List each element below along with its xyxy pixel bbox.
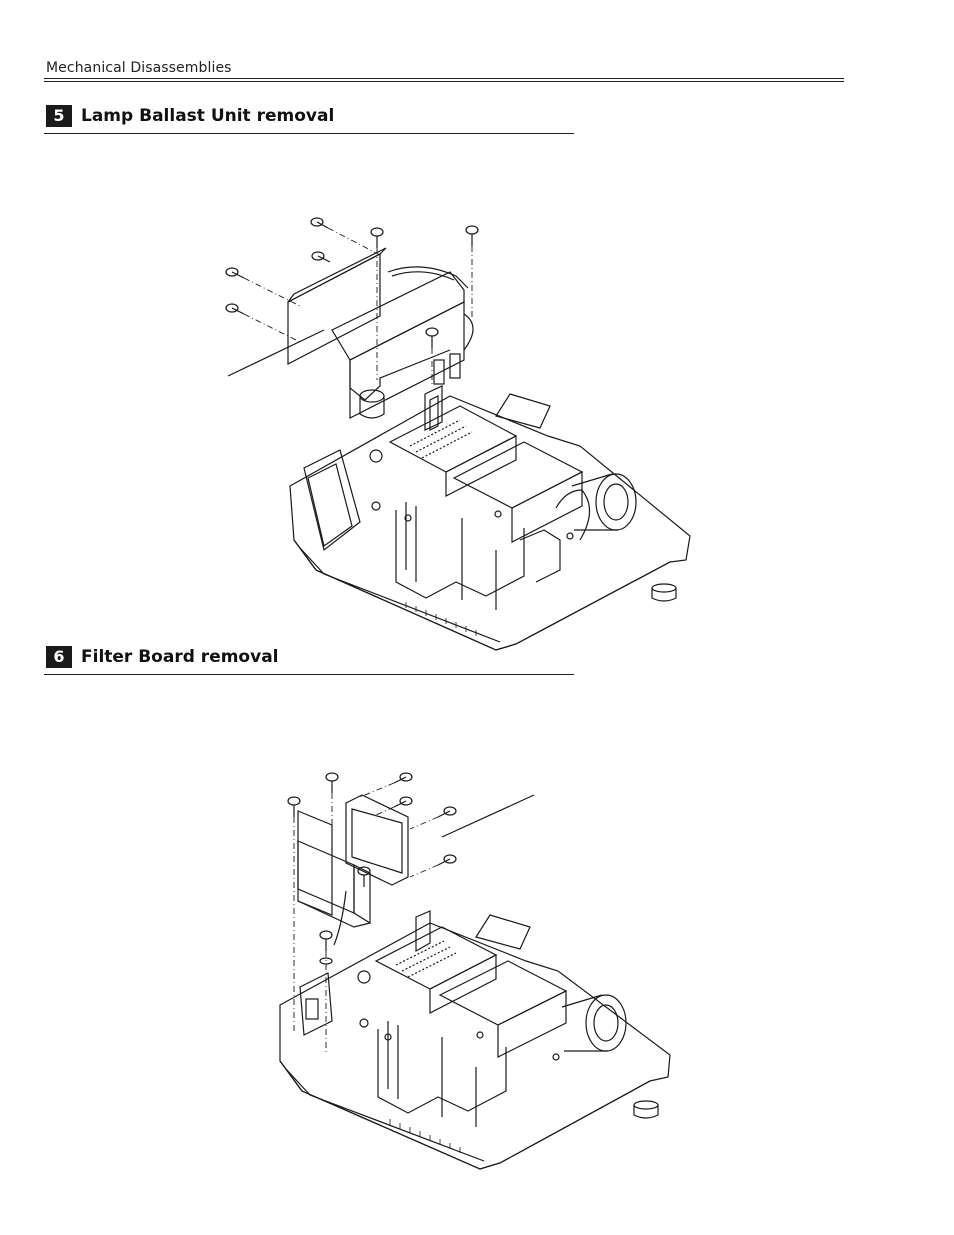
screw-icon	[310, 217, 329, 229]
screw-icon	[370, 227, 384, 248]
screw-icon	[425, 327, 439, 348]
section-number: 5	[46, 105, 72, 127]
section-title: Filter Board removal	[81, 647, 279, 667]
section-title: Lamp Ballast Unit removal	[81, 106, 335, 126]
screw-icon	[319, 930, 333, 951]
screw-icon	[437, 854, 457, 866]
section-rule	[44, 674, 574, 675]
screw-icon	[311, 251, 331, 263]
screw-icon	[393, 772, 413, 784]
screw-icon	[465, 225, 479, 246]
screw-icon	[287, 796, 301, 817]
filter-board-illustration	[270, 765, 690, 1185]
running-header: Mechanical Disassemblies	[46, 60, 232, 76]
section-rule	[44, 133, 574, 134]
projector-chassis	[289, 385, 691, 651]
header-rule	[44, 81, 844, 82]
screw-icon	[357, 866, 371, 887]
screw-icon	[225, 303, 245, 315]
screw-icon	[393, 796, 413, 808]
screw-icon	[225, 267, 245, 279]
lamp-ballast-illustration	[220, 210, 700, 670]
screw-icon	[437, 806, 457, 818]
screw-icon	[325, 772, 339, 793]
section-number: 6	[46, 646, 72, 668]
header-rule	[44, 78, 844, 79]
projector-chassis	[279, 910, 671, 1170]
